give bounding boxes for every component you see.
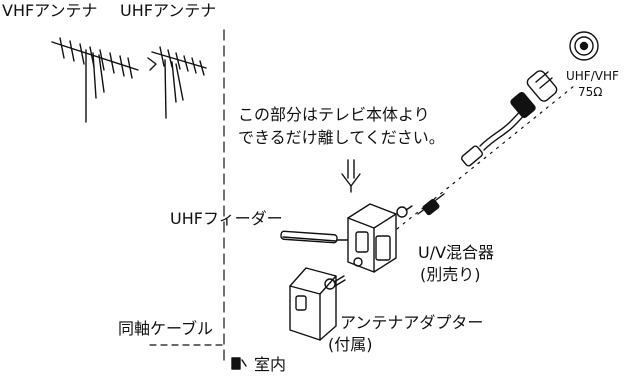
mixer-note: (別売り)	[420, 265, 481, 284]
indoor-label: 室内	[254, 355, 287, 374]
indoor-marker-icon	[231, 357, 247, 370]
adapter-note: (付属)	[328, 335, 373, 354]
tv-input-terminal-icon	[569, 31, 599, 61]
impedance-label: 75Ω	[578, 85, 603, 99]
uhf-antenna-label: UHFアンテナ	[120, 1, 217, 20]
connector-icon	[417, 193, 445, 216]
coax-cable-icon	[461, 70, 558, 167]
tv-input-label: UHF/VHF	[566, 69, 619, 83]
coax-cable-label: 同軸ケーブル	[118, 319, 214, 338]
antenna-adapter-icon	[289, 267, 346, 341]
mixer-label: U/V混合器	[418, 243, 495, 262]
down-arrow-icon	[341, 159, 361, 193]
vhf-antenna-label: VHFアンテナ	[2, 1, 98, 20]
uhf-feeder-label: UHFフィーダー	[170, 209, 283, 228]
uhf-feeder-icon	[280, 230, 348, 244]
uhf-antenna-icon	[147, 46, 207, 119]
antenna-adapter-label: アンテナアダプター	[340, 313, 484, 332]
uv-mixer-icon	[347, 203, 413, 273]
vhf-antenna-icon	[51, 37, 139, 123]
note-line-1: この部分はテレビ本体より	[238, 105, 430, 124]
note-line-2: できるだけ離してください。	[238, 128, 445, 147]
